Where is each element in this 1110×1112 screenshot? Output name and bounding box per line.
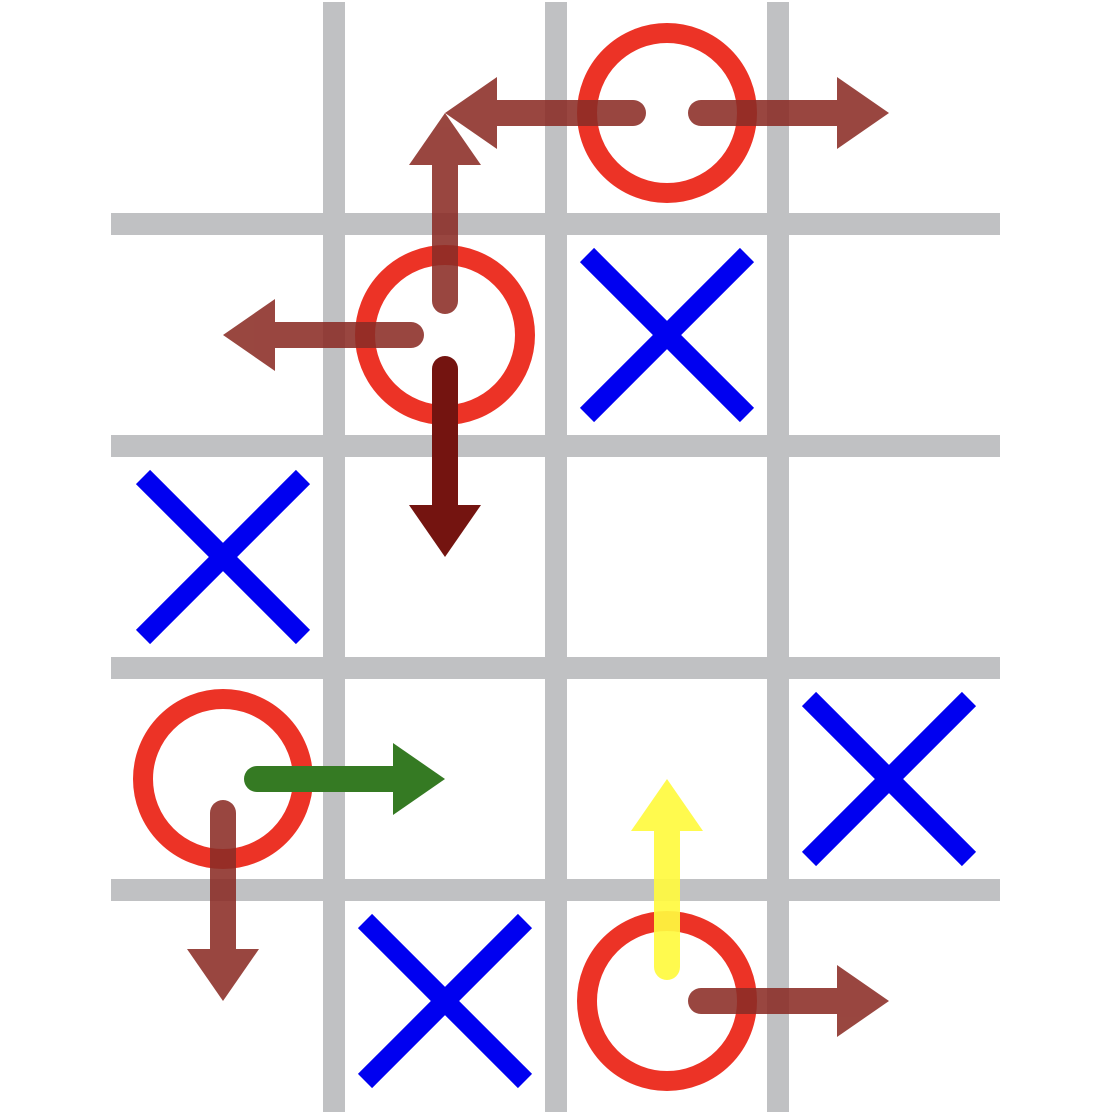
arrow-head — [837, 965, 889, 1037]
arrow-head — [223, 299, 275, 371]
arrow-head — [837, 77, 889, 149]
x-piece — [579, 247, 755, 423]
arrow-head — [445, 77, 497, 149]
move-arrow — [445, 77, 646, 149]
move-arrow — [631, 779, 703, 980]
move-arrow — [688, 77, 889, 149]
x-piece — [357, 913, 533, 1089]
moves-layer — [187, 77, 889, 1037]
x-stroke — [801, 691, 977, 867]
x-stroke — [357, 913, 533, 1089]
x-stroke — [579, 247, 755, 423]
arrow-head — [393, 743, 445, 815]
x-piece — [135, 469, 311, 645]
arrow-head — [631, 779, 703, 831]
arrow-head — [409, 505, 481, 557]
move-arrow — [244, 743, 445, 815]
arrow-head — [187, 949, 259, 1001]
move-arrow — [223, 299, 424, 371]
board-grid — [111, 2, 1000, 1112]
pieces-layer — [133, 23, 977, 1091]
move-arrow — [409, 113, 481, 314]
x-stroke — [135, 469, 311, 645]
move-arrow — [409, 356, 481, 557]
move-arrow — [688, 965, 889, 1037]
x-piece — [801, 691, 977, 867]
arrow-head — [409, 113, 481, 165]
move-arrow — [187, 800, 259, 1001]
